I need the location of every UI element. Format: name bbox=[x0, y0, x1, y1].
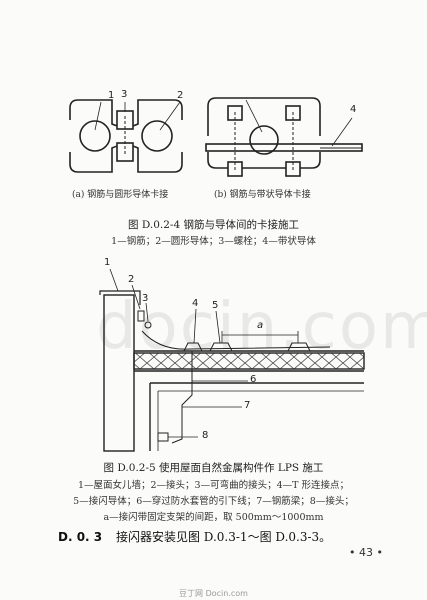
down-conductor bbox=[171, 351, 193, 444]
figure-legend-line-3: a—接闪带固定支架的间距，取 500mm～1000mm bbox=[103, 512, 324, 523]
callout-4: 4 bbox=[350, 104, 357, 115]
clamp-b-top-plate bbox=[207, 97, 321, 136]
callout-joint-bottom: 8 bbox=[202, 430, 209, 441]
callout-parapet: 1 bbox=[104, 257, 111, 268]
figure-legend-line-2: 5—接闪导体；6—穿过防水套管的引下线；7—钢筋梁；8—接头； bbox=[73, 496, 354, 507]
figure-caption-top: 图 D.0.2-4 钢筋与导体间的卡接施工 bbox=[128, 219, 299, 231]
round-conductor-a bbox=[141, 120, 173, 152]
figure-roof-lps-diagram bbox=[99, 268, 365, 452]
figure-legend-top: 1—钢筋；2—圆形导体；3—螺栓；4—带状导体 bbox=[111, 236, 316, 247]
callout-1: 1 bbox=[108, 90, 115, 101]
figure-caption-bottom: 图 D.0.2-5 使用屋面自然金属构件作 LPS 施工 bbox=[103, 462, 324, 474]
footer-url: 豆丁网 Docin.com bbox=[179, 589, 248, 598]
dimension-a: a bbox=[257, 320, 264, 331]
callout-air-conductor: 5 bbox=[212, 300, 219, 311]
section-d-0-3: D. 0. 3 接闪器安装见图 D.0.3-1～图 D.0.3-3。 bbox=[58, 528, 331, 545]
callout-joint: 2 bbox=[128, 274, 135, 285]
callout-t-connection: 4 bbox=[192, 298, 199, 309]
callout-down-conductor: 6 bbox=[250, 374, 257, 385]
clamp-b-bottom-plate bbox=[207, 152, 321, 169]
subcaption-a: (a) 钢筋与圆形导体卡接 bbox=[72, 190, 169, 200]
rebar-b bbox=[249, 125, 279, 155]
subcaption-b: (b) 钢筋与带状导体卡接 bbox=[214, 190, 311, 200]
callout-flex-joint: 3 bbox=[142, 293, 149, 304]
page-number: • 43 • bbox=[349, 546, 383, 559]
section-text: 接闪器安装见图 D.0.3-1～图 D.0.3-3。 bbox=[115, 530, 332, 544]
parapet-wall bbox=[103, 294, 135, 452]
callout-2: 2 bbox=[177, 90, 184, 101]
section-number: D. 0. 3 bbox=[58, 530, 103, 544]
callout-3: 3 bbox=[121, 89, 128, 100]
air-conductor bbox=[141, 330, 331, 350]
figure-legend-line-1: 1—屋面女儿墙；2—接头；3—可弯曲的接头；4—T 形连接点； bbox=[77, 480, 350, 491]
watermark: docin.com bbox=[96, 290, 427, 364]
callout-beam: 7 bbox=[244, 400, 251, 411]
rebar-a bbox=[79, 120, 111, 152]
figure-clamp-diagram bbox=[69, 97, 363, 177]
